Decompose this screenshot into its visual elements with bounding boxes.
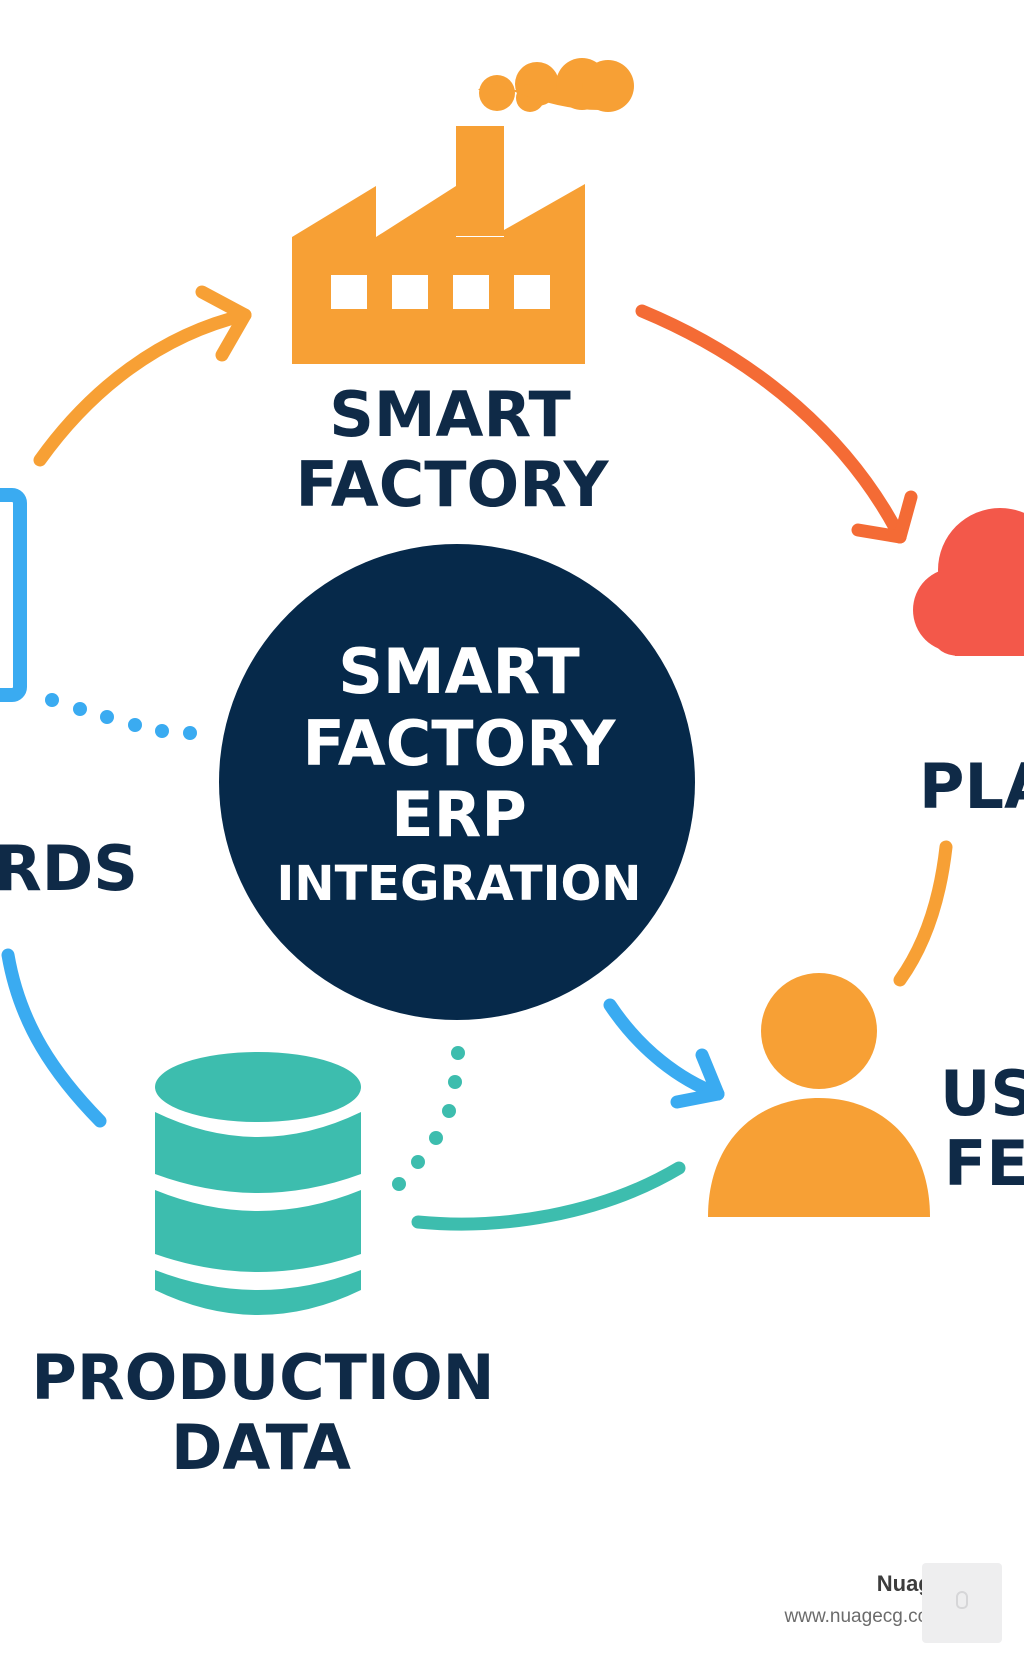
cloud-icon bbox=[913, 508, 1024, 656]
arrow-production-data-to-dashboards bbox=[1, 948, 107, 1128]
dotted-link-center-production-data bbox=[392, 1046, 465, 1191]
user-icon bbox=[708, 973, 930, 1217]
database-icon bbox=[155, 1052, 361, 1315]
monitor-icon bbox=[0, 488, 27, 702]
arrow-platform-to-user bbox=[893, 840, 953, 987]
watermark: Nuage www.nuagecg.com bbox=[744, 1570, 944, 1632]
watermark-brand: Nuage bbox=[876, 1571, 944, 1596]
arrow-dashboards-to-factory bbox=[33, 308, 252, 467]
watermark-logo-icon bbox=[956, 1591, 968, 1609]
dotted-link-dashboards-center bbox=[45, 693, 197, 740]
watermark-url: www.nuagecg.com bbox=[784, 1606, 944, 1627]
smart-factory-label-line-2: FACTORY bbox=[296, 448, 610, 521]
arrowhead-dashboards-to-factory bbox=[195, 285, 252, 362]
center-line-4: INTEGRATION bbox=[277, 856, 642, 912]
production-data-label-line-2: DATA bbox=[171, 1411, 351, 1484]
platform-label: PLA bbox=[919, 750, 1024, 823]
production-data-label-line-1: PRODUCTION bbox=[31, 1341, 494, 1414]
arrow-user-to-production-data bbox=[411, 1161, 686, 1231]
center-line-1: SMART bbox=[338, 635, 580, 708]
center-hub: SMART FACTORY ERP INTEGRATION bbox=[219, 544, 695, 1020]
factory-icon bbox=[292, 58, 634, 364]
arrowhead-center-to-user bbox=[670, 1048, 725, 1109]
arrow-center-to-user bbox=[603, 998, 725, 1101]
arrowhead-factory-to-platform bbox=[851, 490, 918, 544]
factory-windows bbox=[331, 275, 550, 309]
watermark-logo bbox=[922, 1563, 1002, 1643]
user-feedback-label-line-2: FE bbox=[944, 1127, 1024, 1200]
center-line-3: ERP bbox=[391, 778, 527, 851]
center-line-2: FACTORY bbox=[303, 707, 617, 780]
center-circle bbox=[219, 544, 695, 1020]
dashboards-label: RDS bbox=[0, 832, 138, 905]
user-feedback-label-line-1: US bbox=[940, 1057, 1024, 1130]
arrow-factory-to-platform bbox=[635, 304, 907, 544]
smart-factory-label-line-1: SMART bbox=[329, 378, 571, 451]
